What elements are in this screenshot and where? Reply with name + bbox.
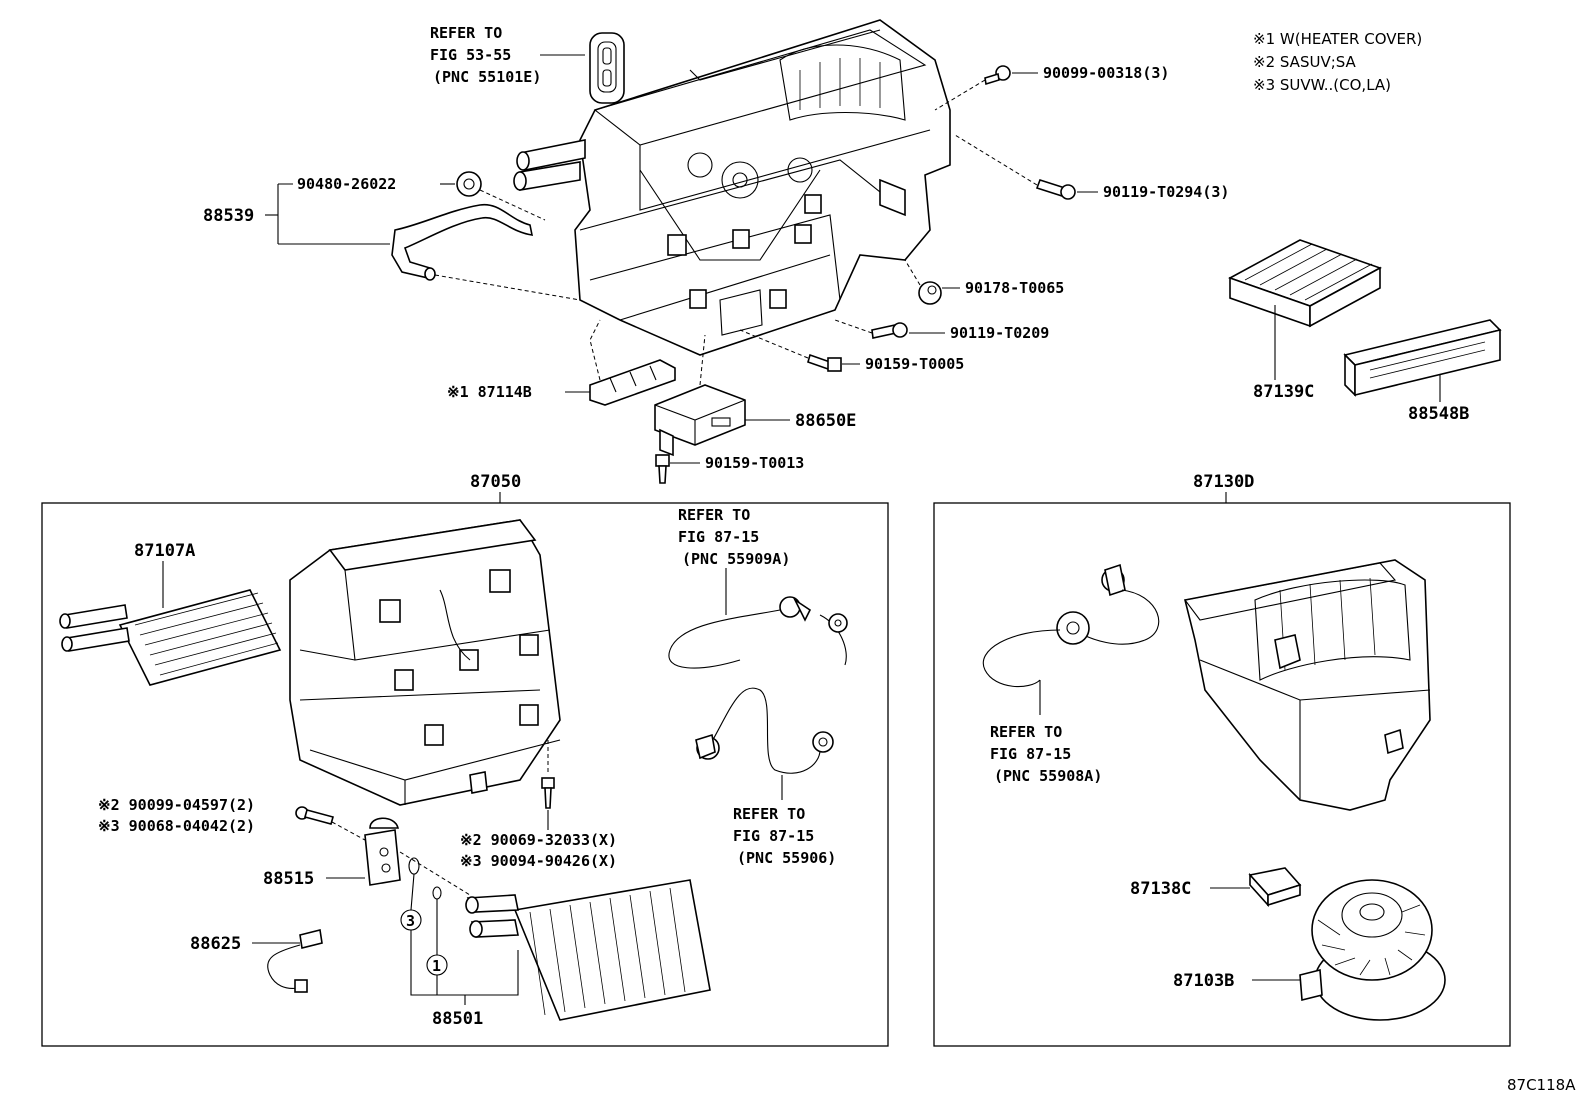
figure-id: 87C118A — [1507, 1076, 1576, 1094]
dash-90119-T0209 — [834, 319, 873, 334]
expansion-valve-88515 — [364, 817, 401, 886]
dash-90099-04597 — [331, 821, 366, 841]
harness-55909A — [668, 596, 848, 669]
dash-90099-00318 — [934, 79, 986, 111]
resistor-87138C — [1248, 867, 1302, 908]
ref-3-line2: FIG 87-15 — [733, 827, 814, 845]
dash-90159-T0005 — [739, 329, 809, 359]
label-90480-26022: 90480-26022 — [297, 175, 396, 193]
ref-1-line2: FIG 53-55 — [430, 46, 511, 64]
harness-55906 — [695, 687, 834, 774]
hose-end — [424, 267, 436, 281]
screw-90159-T0005 — [807, 353, 842, 372]
dash-90178 — [904, 259, 921, 286]
label-87107A: 87107A — [134, 541, 195, 561]
label-90099-04597: ※2 90099-04597(2) — [98, 796, 255, 814]
ref-3-line1: REFER TO — [733, 805, 805, 823]
hvac-unit-top — [574, 19, 951, 356]
heater-core-87107A — [59, 589, 282, 686]
label-88501: 88501 — [432, 1009, 483, 1029]
label-90178-T0065: 90178-T0065 — [965, 279, 1064, 297]
label-87114B: ※1 87114B — [447, 383, 532, 401]
amplifier-88650E — [654, 384, 746, 457]
o-ring-leaders — [410, 873, 438, 955]
label-87130D: 87130D — [1193, 472, 1254, 492]
drain-hose — [391, 203, 534, 279]
note-1: ※1 W(HEATER COVER) — [1253, 30, 1422, 48]
bolt-90119-T0294 — [1035, 179, 1076, 200]
label-88625: 88625 — [190, 934, 241, 954]
note-2: ※2 SASUV;SA — [1253, 53, 1357, 71]
circle-1-label: 1 — [432, 957, 441, 975]
dash-90119-T0294 — [954, 134, 1038, 186]
ref-4-line2: FIG 87-15 — [990, 745, 1071, 763]
note-3: ※3 SUVW..(CO,LA) — [1253, 76, 1391, 94]
box-87130D — [933, 502, 1511, 1047]
bracket-88501 — [410, 930, 519, 1005]
ref-2-line2: FIG 87-15 — [678, 528, 759, 546]
filter-cover-88548B — [1343, 319, 1502, 397]
label-88539: 88539 — [203, 206, 254, 226]
screw-90099-00318 — [984, 65, 1011, 86]
plug-90178-T0065 — [918, 281, 942, 305]
screw-90159-T0013 — [655, 454, 670, 484]
thermistor-88625 — [267, 929, 323, 993]
dash-hose — [434, 274, 581, 301]
ref-2-line3: (PNC 55909A) — [682, 550, 790, 568]
label-90069-32033: ※2 90069-32033(X) — [460, 831, 617, 849]
harness-55908A — [982, 563, 1160, 688]
ref-2-line1: REFER TO — [678, 506, 750, 524]
label-90119-T0209: 90119-T0209 — [950, 324, 1049, 342]
bolt-90099-04597 — [295, 806, 334, 825]
blower-motor-87103B — [1299, 879, 1446, 1021]
ref-1-line1: REFER TO — [430, 24, 502, 42]
screw-90069-32033 — [541, 777, 555, 809]
grommet-90480-26022 — [456, 171, 482, 197]
label-88650E: 88650E — [795, 411, 856, 431]
label-87050: 87050 — [470, 472, 521, 492]
ref-4-line1: REFER TO — [990, 723, 1062, 741]
heater-cover-87114B — [589, 359, 676, 406]
label-87139C: 87139C — [1253, 382, 1314, 402]
label-88515: 88515 — [263, 869, 314, 889]
ref-3-line3: (PNC 55906) — [737, 849, 836, 867]
label-88548B: 88548B — [1408, 404, 1469, 424]
dash-88650E — [699, 334, 706, 386]
o-ring-1 — [432, 886, 442, 900]
ref-4-line3: (PNC 55908A) — [994, 767, 1102, 785]
box-87050 — [41, 502, 889, 1047]
blower-case-87130D — [1184, 559, 1431, 811]
bolt-90119-T0209 — [871, 322, 908, 339]
hvac-case-87050 — [289, 519, 561, 806]
ref-1-line3: (PNC 55101E) — [433, 68, 541, 86]
label-90159-T0005: 90159-T0005 — [865, 355, 964, 373]
label-90068-04042: ※3 90068-04042(2) — [98, 817, 255, 835]
label-87103B: 87103B — [1173, 971, 1234, 991]
grommet-plug — [589, 32, 625, 104]
label-90119-T0294: 90119-T0294(3) — [1103, 183, 1229, 201]
dash-90480-26022 — [479, 189, 546, 221]
label-90094-90426: ※3 90094-90426(X) — [460, 852, 617, 870]
label-90099-00318: 90099-00318(3) — [1043, 64, 1169, 82]
label-87138C: 87138C — [1130, 879, 1191, 899]
evaporator-88501 — [465, 879, 711, 1021]
pipe-stub — [513, 139, 586, 191]
circle-3-label: 3 — [406, 912, 415, 930]
label-90159-T0013: 90159-T0013 — [705, 454, 804, 472]
bracket-88539 — [277, 183, 390, 245]
filter-87139C — [1228, 239, 1382, 328]
dash-87114B — [589, 319, 601, 381]
